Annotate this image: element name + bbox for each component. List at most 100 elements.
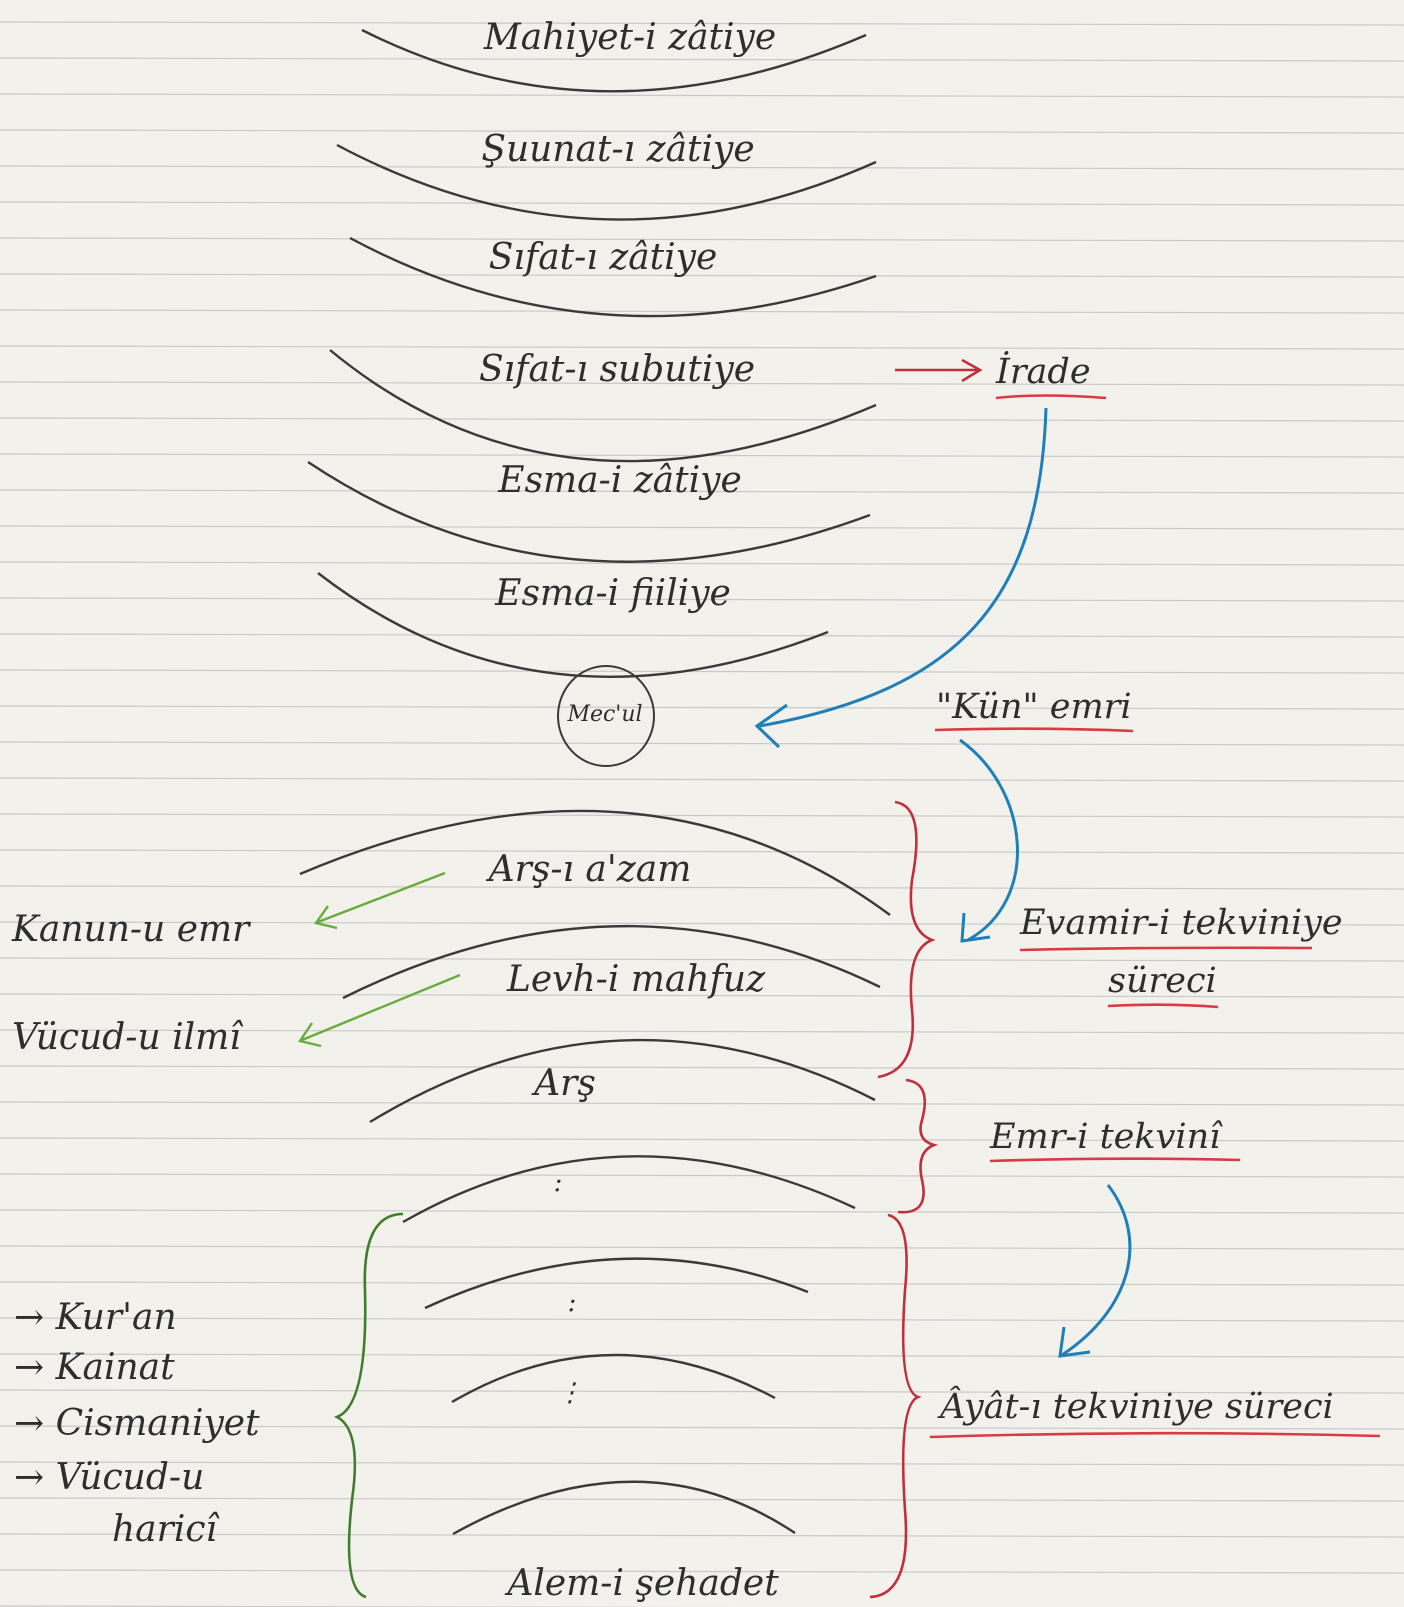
- evamir-underline: [1019, 946, 1313, 952]
- ruled-line: [0, 705, 1404, 710]
- layer-label-levh: Levh-i mahfuz: [506, 959, 766, 1000]
- ruled-line: [0, 57, 1404, 62]
- ruled-line: [0, 21, 1404, 26]
- ruled-line: [0, 669, 1404, 674]
- layer-label-suunat: Şuunat-ı zâtiye: [481, 129, 755, 170]
- bracket-evamir: [877, 800, 936, 1079]
- ruled-line: [0, 849, 1404, 854]
- list-item: → Kur'an: [14, 1297, 177, 1338]
- layer-label-ars: Arş: [534, 1063, 596, 1104]
- ruled-line: [0, 273, 1404, 278]
- label-vucud-u-ilmi: Vücud-u ilmî: [12, 1017, 241, 1058]
- ruled-line: [0, 1101, 1404, 1106]
- ruled-line: [0, 777, 1404, 782]
- bracket-ayat: [869, 1213, 922, 1599]
- ruled-line: [0, 1245, 1404, 1250]
- ruled-line: [0, 561, 1404, 566]
- ruled-line: [0, 597, 1404, 602]
- ruled-line: [0, 381, 1404, 386]
- layer-label-mahiyet: Mahiyet-i zâtiye: [483, 17, 777, 58]
- kun-emri-underline: [934, 727, 1134, 733]
- ruled-line: [0, 129, 1404, 134]
- arc-arsi-azam: [299, 809, 891, 916]
- layer-label-sifat-subutiye: Sıfat-ı subutiye: [478, 349, 756, 390]
- arc-layer-6: [451, 1353, 776, 1404]
- arc-ars: [369, 1038, 876, 1124]
- list-item: → Kainat: [14, 1347, 175, 1388]
- label-irade: İrade: [996, 352, 1091, 392]
- dots-3: ⋮: [557, 1378, 583, 1408]
- dots-2: :: [567, 1288, 577, 1318]
- arrow-icon: →: [14, 1347, 45, 1388]
- ruled-line: [0, 885, 1404, 890]
- label-kun-emri: "Kün" emri: [936, 687, 1132, 727]
- ruled-line: [0, 1317, 1404, 1322]
- blue-arrow-emr-to-ayat: [1058, 1184, 1132, 1358]
- label-evamir-line1: Evamir-i tekviniye: [1020, 903, 1343, 943]
- arc-layer-7: [452, 1480, 796, 1536]
- arc-esma-zatiye: [307, 461, 871, 563]
- ruled-line: [0, 237, 1404, 242]
- blue-arrow-irade-to-mecul: [754, 407, 1048, 749]
- arc-sifat-subutiye: [329, 349, 877, 463]
- layer-label-sifat-zatiye: Sıfat-ı zâtiye: [488, 237, 718, 278]
- ruled-line: [0, 741, 1404, 746]
- ruled-line: [0, 1569, 1404, 1574]
- ayat-underline: [929, 1431, 1381, 1439]
- arrow-icon: →: [14, 1457, 45, 1498]
- ruled-line: [0, 201, 1404, 206]
- arc-layer-4: [402, 1155, 856, 1224]
- ruled-line: [0, 1137, 1404, 1142]
- arc-levh: [342, 924, 881, 1000]
- ruled-line: [0, 1065, 1404, 1070]
- ruled-line: [0, 417, 1404, 422]
- ruled-line: [0, 921, 1404, 926]
- ruled-line: [0, 1389, 1404, 1394]
- ruled-line: [0, 525, 1404, 530]
- arc-layer-5: [424, 1257, 809, 1310]
- ruled-line: [0, 165, 1404, 170]
- ruled-line: [0, 1497, 1404, 1502]
- ruled-line: [0, 993, 1404, 998]
- ruled-line: [0, 1029, 1404, 1034]
- dots-1: :: [553, 1168, 563, 1198]
- arrow-icon: →: [14, 1403, 45, 1444]
- green-arrow-kanun: [313, 871, 446, 930]
- ruled-line: [0, 813, 1404, 818]
- mecul-circle: [557, 665, 655, 767]
- blue-arrow-kun-to-evamir: [959, 738, 1019, 943]
- ruled-line: [0, 489, 1404, 494]
- ruled-line: [0, 1353, 1404, 1358]
- irade-underline: [995, 394, 1107, 400]
- mecul-label: Mec'ul: [567, 702, 643, 727]
- ruled-line: [0, 633, 1404, 638]
- ruled-line: [0, 93, 1404, 98]
- layer-label-esma-zatiye: Esma-i zâtiye: [498, 460, 742, 501]
- ruled-line: [0, 345, 1404, 350]
- ruled-line: [0, 1533, 1404, 1538]
- bracket-green: [333, 1212, 404, 1599]
- green-arrow-vucud-ilmi: [298, 973, 461, 1048]
- ruled-line: [0, 1461, 1404, 1466]
- emr-tekvini-underline: [989, 1157, 1241, 1163]
- list-item-continuation: haricî: [112, 1509, 218, 1550]
- arc-mahiyet: [361, 28, 867, 93]
- arc-suunat: [336, 143, 877, 221]
- label-ayat-tekviniye: Âyât-ı tekviniye süreci: [940, 1387, 1334, 1427]
- list-item: → Cismaniyet: [14, 1403, 260, 1444]
- bracket-emr-tekvini: [897, 1078, 939, 1214]
- sureci-underline: [1107, 1003, 1219, 1009]
- layer-label-arsi-azam: Arş-ı a'zam: [488, 849, 692, 890]
- layer-label-alem: Alem-i şehadet: [507, 1563, 779, 1604]
- ruled-line: [0, 1425, 1404, 1430]
- ruled-line: [0, 957, 1404, 962]
- ruled-line: [0, 1209, 1404, 1214]
- arrow-icon: →: [14, 1297, 45, 1338]
- arc-sifat-zatiye: [349, 236, 877, 318]
- ruled-line: [0, 309, 1404, 314]
- list-item: → Vücud-u: [14, 1457, 205, 1498]
- label-kanun-u-emr: Kanun-u emr: [12, 909, 250, 950]
- arc-esma-fiiliye: [317, 572, 829, 678]
